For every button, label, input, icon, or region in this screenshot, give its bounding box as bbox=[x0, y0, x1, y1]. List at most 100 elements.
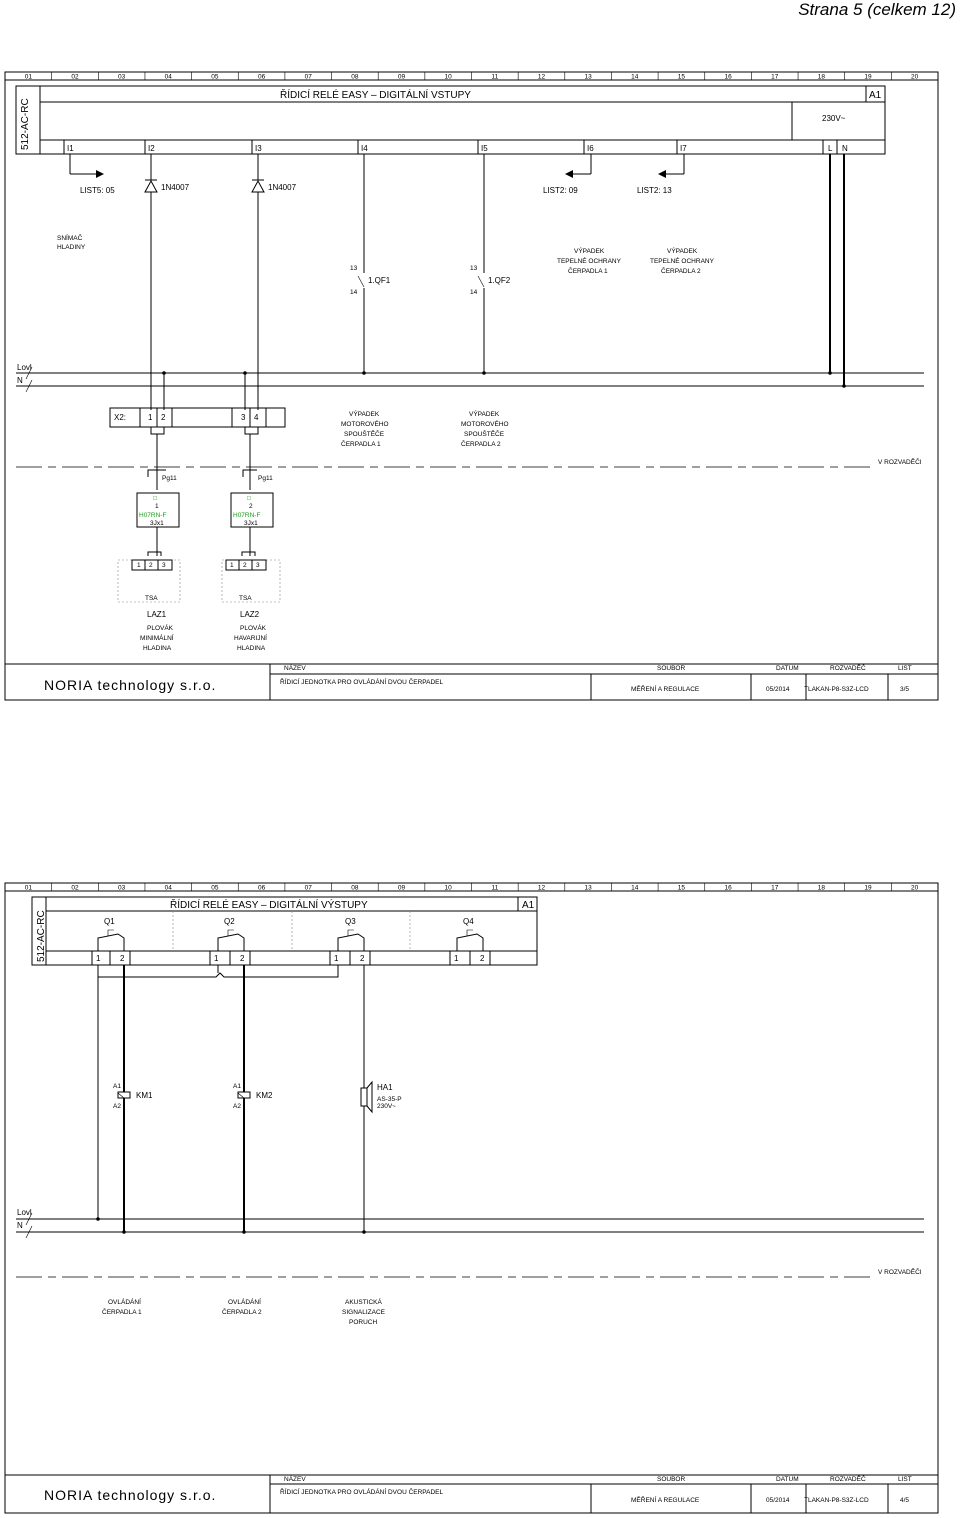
header-file: SOUBOR bbox=[657, 1476, 685, 1483]
function-label-alarm: AKUSTICKÁ SIGNALIZACE PORUCH bbox=[342, 1297, 386, 1326]
diode-label: 1N4007 bbox=[268, 183, 297, 192]
cable-w2: □ 2 H07RN-F 3Jx1 bbox=[230, 492, 274, 528]
pin-number: 3 bbox=[256, 562, 260, 569]
column-number: 08 bbox=[351, 885, 359, 892]
column-number: 18 bbox=[818, 885, 826, 892]
column-number: 09 bbox=[398, 74, 406, 81]
drawing-date: 05/2014 bbox=[766, 686, 790, 693]
sheet-title: ŘÍDICÍ RELÉ EASY – DIGITÁLNÍ VSTUPY bbox=[280, 88, 471, 101]
pin-number: 1 bbox=[454, 954, 459, 963]
switch-name: LAZ2 bbox=[240, 610, 260, 619]
text-line: ČERPADLA 2 bbox=[222, 1307, 262, 1316]
text-line: OVLÁDÁNÍ bbox=[108, 1297, 141, 1306]
diode-d1: 1N4007 bbox=[144, 154, 190, 193]
column-number: 04 bbox=[165, 885, 173, 892]
header-date: DATUM bbox=[776, 665, 799, 672]
diode-label: 1N4007 bbox=[161, 183, 190, 192]
pin-number: 3 bbox=[162, 562, 166, 569]
column-number: 10 bbox=[445, 74, 453, 81]
link-list5: LIST5: 05 bbox=[80, 186, 115, 195]
cable-number: 2 bbox=[249, 503, 253, 510]
coil-terminal: A1 bbox=[113, 1083, 121, 1090]
column-number: 14 bbox=[631, 74, 639, 81]
header-file: SOUBOR bbox=[657, 665, 685, 672]
horn-type: AS-35-P bbox=[377, 1096, 402, 1103]
column-number: 13 bbox=[585, 885, 593, 892]
switch-type: TSA bbox=[145, 595, 158, 602]
column-number: 01 bbox=[25, 885, 33, 892]
header-panel: ROZVADĚČ bbox=[830, 663, 866, 672]
switch-name: LAZ1 bbox=[147, 610, 167, 619]
cable-marker: □ bbox=[153, 495, 157, 502]
header-name: NÁZEV bbox=[284, 1474, 306, 1483]
input-label: I5 bbox=[481, 144, 488, 153]
text-line: ČERPADLA 2 bbox=[661, 266, 701, 275]
input-label: I7 bbox=[680, 144, 687, 153]
output-label: Q1 bbox=[104, 917, 115, 926]
drawing-date: 05/2014 bbox=[766, 1497, 790, 1504]
column-number: 12 bbox=[538, 885, 546, 892]
float-switch-laz1: 1 2 3 TSA LAZ1 PLOVÁK MINIMÁLNÍ HLADINA bbox=[117, 551, 181, 652]
power-terminal-l: L bbox=[828, 144, 833, 153]
column-number: 12 bbox=[538, 74, 546, 81]
terminal-number: 4 bbox=[254, 413, 259, 422]
contactor-km1: A1 A2 KM1 bbox=[113, 1083, 153, 1110]
column-number: 16 bbox=[724, 74, 732, 81]
terminal-number: 2 bbox=[161, 413, 166, 422]
column-number: 20 bbox=[911, 885, 919, 892]
pin-number: 14 bbox=[470, 289, 478, 296]
motor-trip-1-label: VÝPADEK MOTOROVÉHO SPOUŠTĚČE ČERPADLA 1 bbox=[341, 409, 389, 448]
sheet-title: ŘÍDICÍ RELÉ EASY – DIGITÁLNÍ VÝSTUPY bbox=[170, 898, 368, 911]
terminal-number: 3 bbox=[241, 413, 246, 422]
contact-label: 1.QF1 bbox=[368, 276, 391, 285]
sheet-number: 3/5 bbox=[900, 686, 909, 693]
output-q4: Q4 1 2 bbox=[449, 917, 491, 965]
column-number: 02 bbox=[71, 885, 79, 892]
text-line: MOTOROVÉHO bbox=[461, 419, 509, 428]
cable-gland-2: Pg11 bbox=[242, 469, 273, 482]
link-list2-a: LIST2: 09 bbox=[543, 186, 578, 195]
coil-terminal: A2 bbox=[233, 1103, 241, 1110]
column-number: 16 bbox=[724, 885, 732, 892]
column-number: 15 bbox=[678, 74, 686, 81]
column-number: 02 bbox=[71, 74, 79, 81]
input-label: I1 bbox=[67, 144, 74, 153]
text-line: HAVARIJNÍ bbox=[234, 633, 267, 642]
pin-number: 1 bbox=[230, 562, 234, 569]
text-line: OVLÁDÁNÍ bbox=[228, 1297, 261, 1306]
project-name: ŘÍDICÍ JEDNOTKA PRO OVLÁDÁNÍ DVOU ČERPAD… bbox=[280, 1487, 444, 1496]
column-number: 11 bbox=[491, 74, 498, 81]
terminal-label: X2: bbox=[114, 413, 126, 422]
pin-number: 13 bbox=[470, 265, 478, 272]
text-line: SPOUŠTĚČE bbox=[464, 429, 505, 438]
cable-size: 3Jx1 bbox=[244, 520, 258, 527]
diode-d2: 1N4007 bbox=[251, 154, 297, 193]
text-line: ČERPADLA 2 bbox=[461, 439, 501, 448]
bus-label: Lovl bbox=[17, 1208, 32, 1217]
cable-marker: □ bbox=[247, 495, 251, 502]
horn-ha1: HA1 AS-35-P 230V~ bbox=[360, 1080, 402, 1114]
column-number: 18 bbox=[818, 74, 826, 81]
pin-number: 2 bbox=[149, 562, 153, 569]
column-number: 17 bbox=[771, 74, 779, 81]
column-number: 10 bbox=[445, 885, 453, 892]
sensor-label: HLADINY bbox=[57, 244, 86, 251]
reference-label: A1 bbox=[522, 900, 535, 911]
input-label: I3 bbox=[255, 144, 262, 153]
header-panel: ROZVADĚČ bbox=[830, 1474, 866, 1483]
device-code: 512-AC-RC bbox=[20, 98, 31, 150]
contact-label: 1.QF2 bbox=[488, 276, 511, 285]
contact-qf1: 13 14 1.QF1 bbox=[350, 265, 391, 296]
device-code: 512-AC-RC bbox=[36, 910, 47, 962]
text-line: MINIMÁLNÍ bbox=[140, 633, 174, 642]
bus-label: Lovl bbox=[17, 363, 32, 372]
input-label: I6 bbox=[587, 144, 594, 153]
text-line: PORUCH bbox=[349, 1319, 377, 1326]
output-q3: Q3 1 2 bbox=[329, 917, 371, 965]
horn-name: HA1 bbox=[377, 1083, 393, 1092]
thermal-fault-1-label: VÝPADEK TEPELNÉ OCHRANY ČERPADLA 1 bbox=[557, 246, 622, 275]
text-line: HLADINA bbox=[143, 645, 172, 652]
column-number: 04 bbox=[165, 74, 173, 81]
